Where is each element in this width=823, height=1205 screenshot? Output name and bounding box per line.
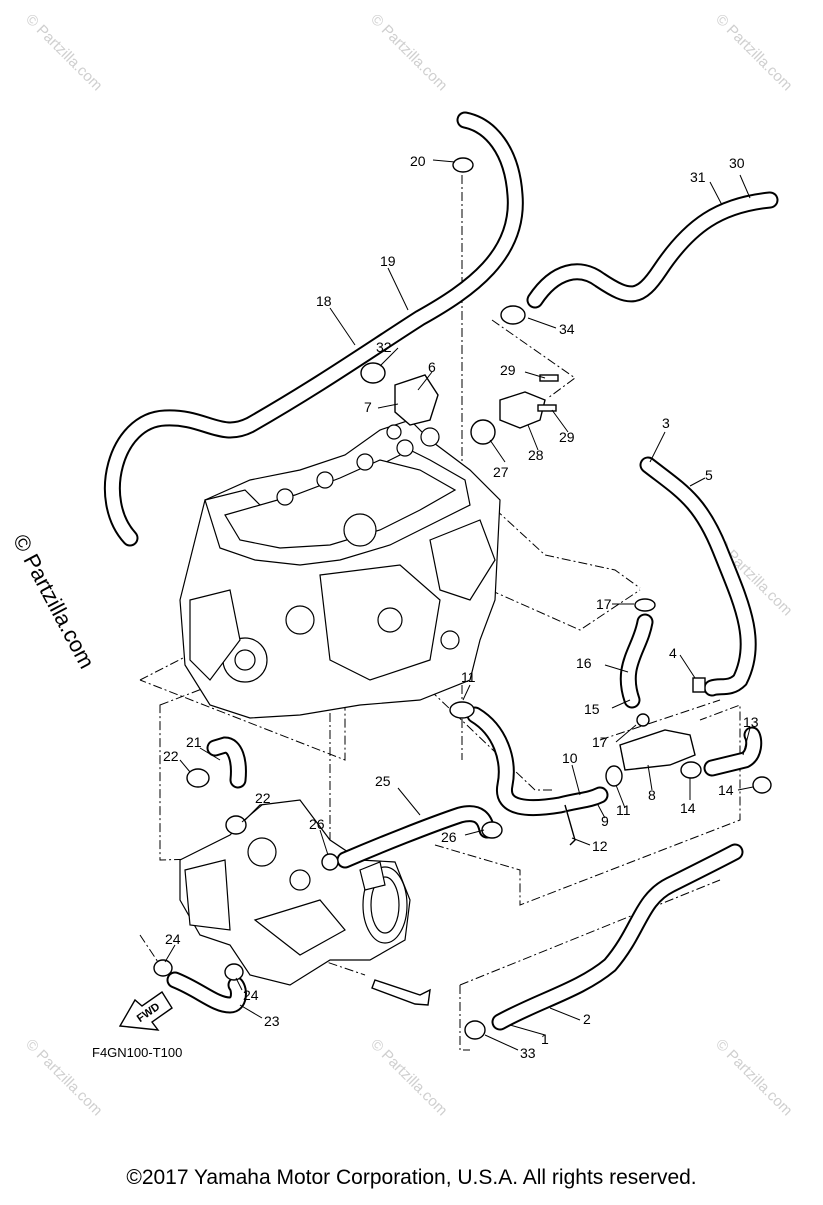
callout-labels: 1 2 3 4 5 6 7 8 9 10 11 11 12 13 14 14 1… — [163, 153, 759, 1061]
watermark-text: © Partzilla.com — [367, 11, 450, 94]
joint-8 — [619, 729, 696, 771]
callout-34: 34 — [559, 321, 575, 337]
cover-28 — [499, 391, 546, 429]
callout-14b: 14 — [718, 782, 734, 798]
diagram-code: F4GN100-T100 — [92, 1045, 182, 1060]
watermark-text: © Partzilla.com — [22, 11, 105, 94]
callout-22a: 22 — [163, 748, 179, 764]
clamp-11b — [605, 765, 623, 787]
clamp-26a — [321, 853, 339, 871]
clamp-22a — [186, 768, 210, 788]
fitting-32 — [360, 362, 386, 384]
clamp-26b — [481, 821, 503, 839]
callout-27: 27 — [493, 464, 509, 480]
small-parts — [153, 157, 772, 1040]
callout-26b: 26 — [441, 829, 457, 845]
clamp-24b — [224, 963, 244, 981]
callout-29b: 29 — [559, 429, 575, 445]
callout-25: 25 — [375, 773, 391, 789]
callout-33: 33 — [520, 1045, 536, 1061]
callout-24a: 24 — [165, 931, 181, 947]
callout-11a: 11 — [461, 669, 476, 685]
clamp-33 — [464, 1020, 486, 1040]
thermostat-27 — [470, 419, 496, 445]
watermark-text: © Partzilla.com — [712, 1036, 795, 1119]
callout-24b: 24 — [243, 987, 259, 1003]
fwd-arrow: FWD — [118, 991, 173, 1031]
clamp-24a — [153, 959, 173, 977]
callout-31: 31 — [690, 169, 706, 185]
callout-6: 6 — [428, 359, 436, 375]
callout-1: 1 — [541, 1031, 549, 1047]
watermark-text: © Partzilla.com — [367, 1036, 450, 1119]
callout-20: 20 — [410, 153, 426, 169]
callout-9: 9 — [601, 813, 609, 829]
clamp-17b — [636, 713, 650, 727]
clamp-34 — [500, 305, 526, 325]
copyright-notice: ©2017 Yamaha Motor Corporation, U.S.A. A… — [126, 1166, 697, 1189]
callout-7: 7 — [364, 399, 372, 415]
callout-15: 15 — [584, 701, 600, 717]
bolt-29b — [537, 404, 557, 412]
callout-13: 13 — [743, 714, 759, 730]
clip-12 — [564, 804, 576, 846]
callout-30: 30 — [729, 155, 745, 171]
callout-3: 3 — [662, 415, 670, 431]
bolt — [371, 979, 431, 1006]
callout-28: 28 — [528, 447, 544, 463]
bolt-29a — [539, 374, 559, 382]
callout-10: 10 — [562, 750, 578, 766]
callout-5: 5 — [705, 467, 713, 483]
callout-26a: 26 — [309, 816, 325, 832]
clamp-17a — [634, 598, 656, 612]
callout-22b: 22 — [255, 790, 271, 806]
hoses — [103, 111, 779, 1031]
clamp-14b — [752, 776, 772, 794]
callout-17b: 17 — [592, 734, 608, 750]
clamp-14a — [680, 761, 702, 779]
callout-2: 2 — [583, 1011, 591, 1027]
clip-4 — [692, 677, 706, 693]
gasket-7-outlet-6 — [394, 374, 439, 426]
callout-11b: 11 — [616, 802, 631, 818]
callout-18: 18 — [316, 293, 332, 309]
callout-29a: 29 — [500, 362, 516, 378]
callout-4: 4 — [669, 645, 677, 661]
callout-23: 23 — [264, 1013, 280, 1029]
leader-lines — [164, 159, 754, 1051]
callout-14a: 14 — [680, 800, 696, 816]
muffler-assembly — [179, 799, 411, 986]
callout-19: 19 — [380, 253, 396, 269]
callout-16: 16 — [576, 655, 592, 671]
watermark-text: © Partzilla.com — [712, 11, 795, 94]
callout-21: 21 — [186, 734, 202, 750]
clamp-22b — [225, 815, 247, 835]
clamp-11a — [449, 701, 475, 719]
engine-block — [179, 419, 501, 719]
callout-32: 32 — [376, 339, 392, 355]
clamp-20 — [452, 157, 474, 173]
callout-17a: 17 — [596, 596, 612, 612]
callout-8: 8 — [648, 787, 656, 803]
callout-12: 12 — [592, 838, 608, 854]
